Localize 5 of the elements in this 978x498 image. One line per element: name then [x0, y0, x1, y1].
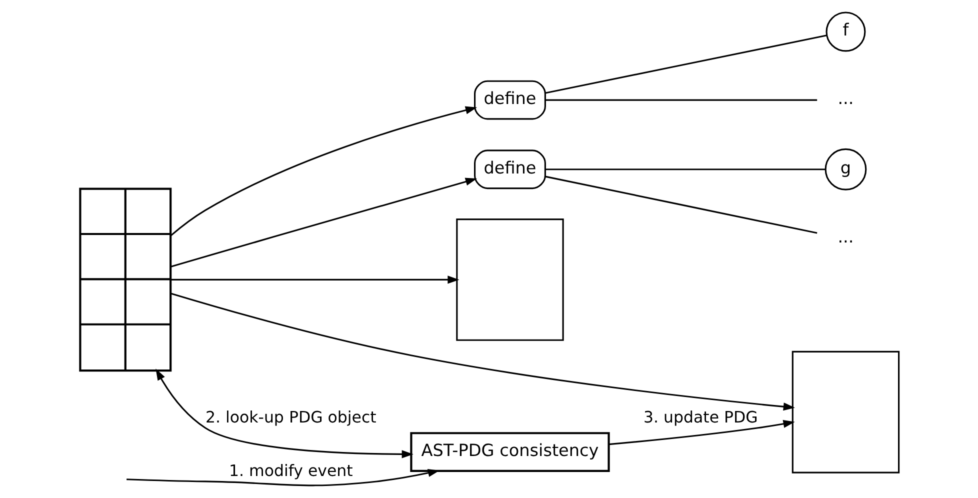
edge-label: 3. update PDG	[643, 408, 758, 427]
node-text: ...	[837, 226, 854, 247]
node-text: ...	[837, 88, 854, 108]
edge-label: 1. modify event	[228, 461, 352, 480]
edge-label: 2. look-up PDG object	[204, 408, 376, 427]
